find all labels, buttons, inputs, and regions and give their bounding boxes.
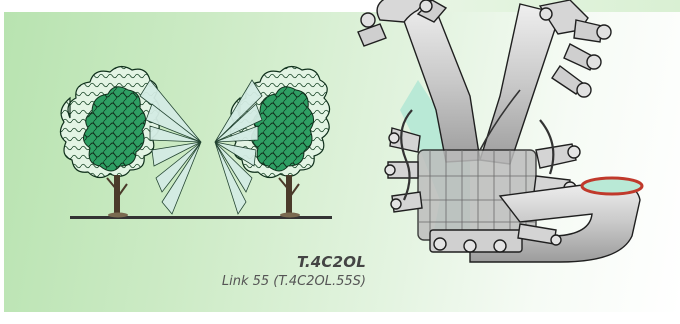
figure-caption: T.4C2OL Link 55 (T.4C2OL.55S) [140, 253, 366, 289]
trees-illustration [60, 66, 332, 219]
pipe-manifold-illustration [358, 0, 642, 262]
right-branch-pipe [480, 4, 560, 164]
figure-code: T.4C2OL [140, 253, 366, 271]
figure-link-reference[interactable]: Link 55 (T.4C2OL.55S) [140, 274, 366, 289]
outlet-rim [582, 178, 642, 194]
right-tree [230, 66, 329, 217]
